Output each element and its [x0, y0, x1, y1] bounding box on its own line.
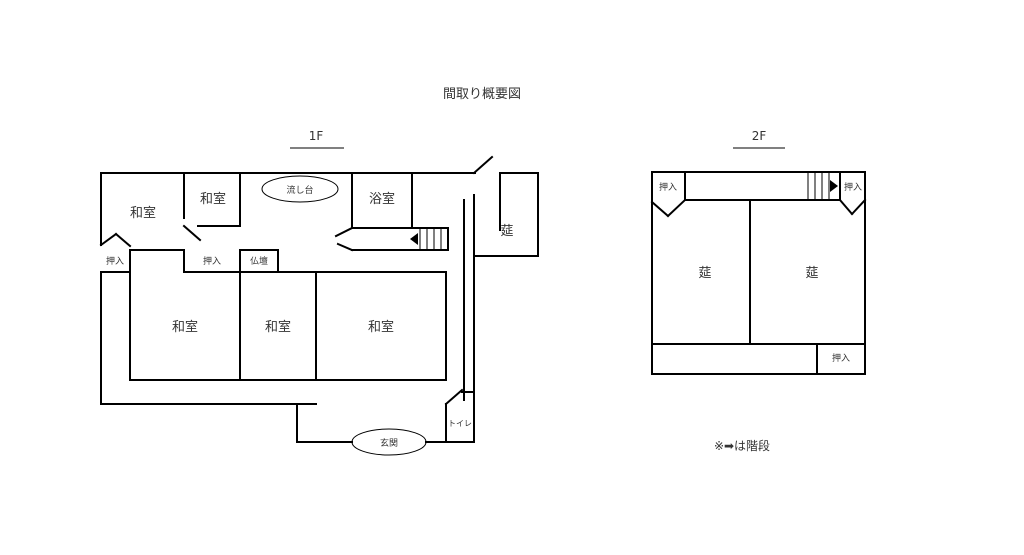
room-oshiire-mid: 押入 — [203, 255, 221, 267]
room-oshiire-top-right: 押入 — [844, 181, 862, 193]
floor-2-heading: 2F — [752, 129, 767, 143]
room-oshiire-bottom: 押入 — [832, 352, 850, 364]
sink-ellipse — [261, 175, 339, 203]
room-washitsu-top-left: 和室 — [130, 205, 156, 221]
floor-1-heading: 1F — [309, 129, 324, 143]
stairs-arrow-icon — [830, 180, 838, 192]
room-butsudan: 仏壇 — [250, 255, 268, 267]
room-bath: 浴室 — [369, 191, 395, 207]
room-goza-left: 莚 — [698, 266, 711, 281]
floor-1-walls — [99, 155, 539, 443]
room-sink: 流し台 — [286, 184, 313, 196]
room-toilet: トイレ — [448, 419, 472, 428]
floor-2-walls — [650, 171, 867, 375]
room-washitsu-c: 和室 — [368, 319, 394, 335]
room-washitsu-b: 和室 — [265, 319, 291, 335]
room-goza-right: 莚 — [805, 266, 818, 281]
entrance-ellipse — [351, 428, 427, 456]
stairs-arrow-icon — [410, 233, 418, 245]
stairs-legend: ※➡は階段 — [714, 438, 770, 453]
floor-2-plan: 2F 押入 押入 莚 莚 押 — [650, 129, 867, 375]
floor-1-stairs — [410, 228, 442, 250]
room-washitsu-a: 和室 — [172, 319, 198, 335]
room-goza-1f: 莚 — [500, 224, 513, 239]
room-entrance: 玄関 — [380, 437, 398, 449]
room-oshiire-top-left: 押入 — [659, 181, 677, 193]
floor-1-plan: 1F — [99, 129, 539, 456]
diagram-title: 間取り概要図 — [443, 87, 521, 102]
room-oshiire-left: 押入 — [106, 255, 124, 267]
room-washitsu-small: 和室 — [200, 191, 226, 207]
floor-2-stairs — [807, 172, 838, 200]
